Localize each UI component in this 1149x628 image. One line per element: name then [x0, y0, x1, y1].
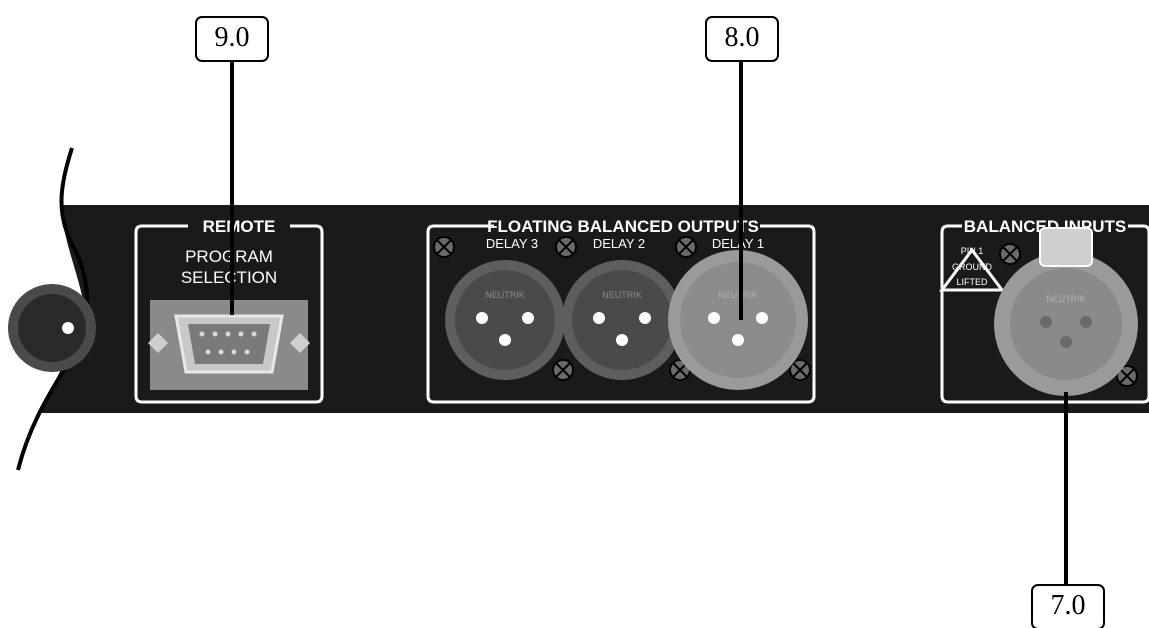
remote-line2: SELECTION	[181, 268, 277, 287]
input-screws	[999, 243, 1138, 387]
delay3-brand: NEUTRIK	[485, 290, 525, 300]
ground-lift-triangle	[939, 247, 1005, 292]
db9-screw-left	[148, 333, 168, 353]
left-partial-connector	[8, 284, 96, 372]
xlr-output-delay3: NEUTRIK	[445, 260, 565, 380]
db9-pins	[199, 331, 257, 355]
left-in-label: IN	[50, 250, 66, 267]
db9-pin-area	[188, 324, 270, 364]
db9-screw-right	[290, 333, 310, 353]
remote-section: REMOTE PROGRAM SELECTION	[134, 217, 324, 404]
delay3-label: DELAY 3	[486, 236, 538, 251]
input-brand: NEUTRIK	[1046, 294, 1086, 304]
leader-line-8	[739, 60, 743, 320]
xlr-latch-tab	[1039, 227, 1093, 267]
inputs-section: BALANCED INPUTS PIN 1 GROUND LIFTED NEUT…	[939, 217, 1149, 404]
outputs-section: FLOATING BALANCED OUTPUTS DELAY 3 DELAY …	[426, 217, 816, 404]
remote-title: REMOTE	[203, 217, 276, 236]
xlr-input: NEUTRIK	[994, 227, 1138, 396]
xlr-output-delay1: NEUTRIK	[668, 250, 808, 390]
remote-line1: PROGRAM	[185, 247, 273, 266]
leader-line-7	[1064, 392, 1068, 588]
delay2-label: DELAY 2	[593, 236, 645, 251]
lifted-label: LIFTED	[956, 277, 988, 287]
left-section-label: CE	[40, 218, 63, 235]
callout-7: 7.0	[1031, 584, 1105, 628]
pin1-label: PIN 1	[961, 246, 984, 256]
leader-line-9	[230, 60, 234, 315]
callout-9: 9.0	[195, 16, 269, 62]
ground-label: GROUND	[952, 262, 992, 272]
callout-8: 8.0	[705, 16, 779, 62]
outputs-title: FLOATING BALANCED OUTPUTS	[487, 217, 759, 236]
delay2-brand: NEUTRIK	[602, 290, 642, 300]
delay1-label: DELAY 1	[712, 236, 764, 251]
xlr-output-delay2: NEUTRIK	[562, 260, 682, 380]
delay1-brand: NEUTRIK	[718, 290, 758, 300]
